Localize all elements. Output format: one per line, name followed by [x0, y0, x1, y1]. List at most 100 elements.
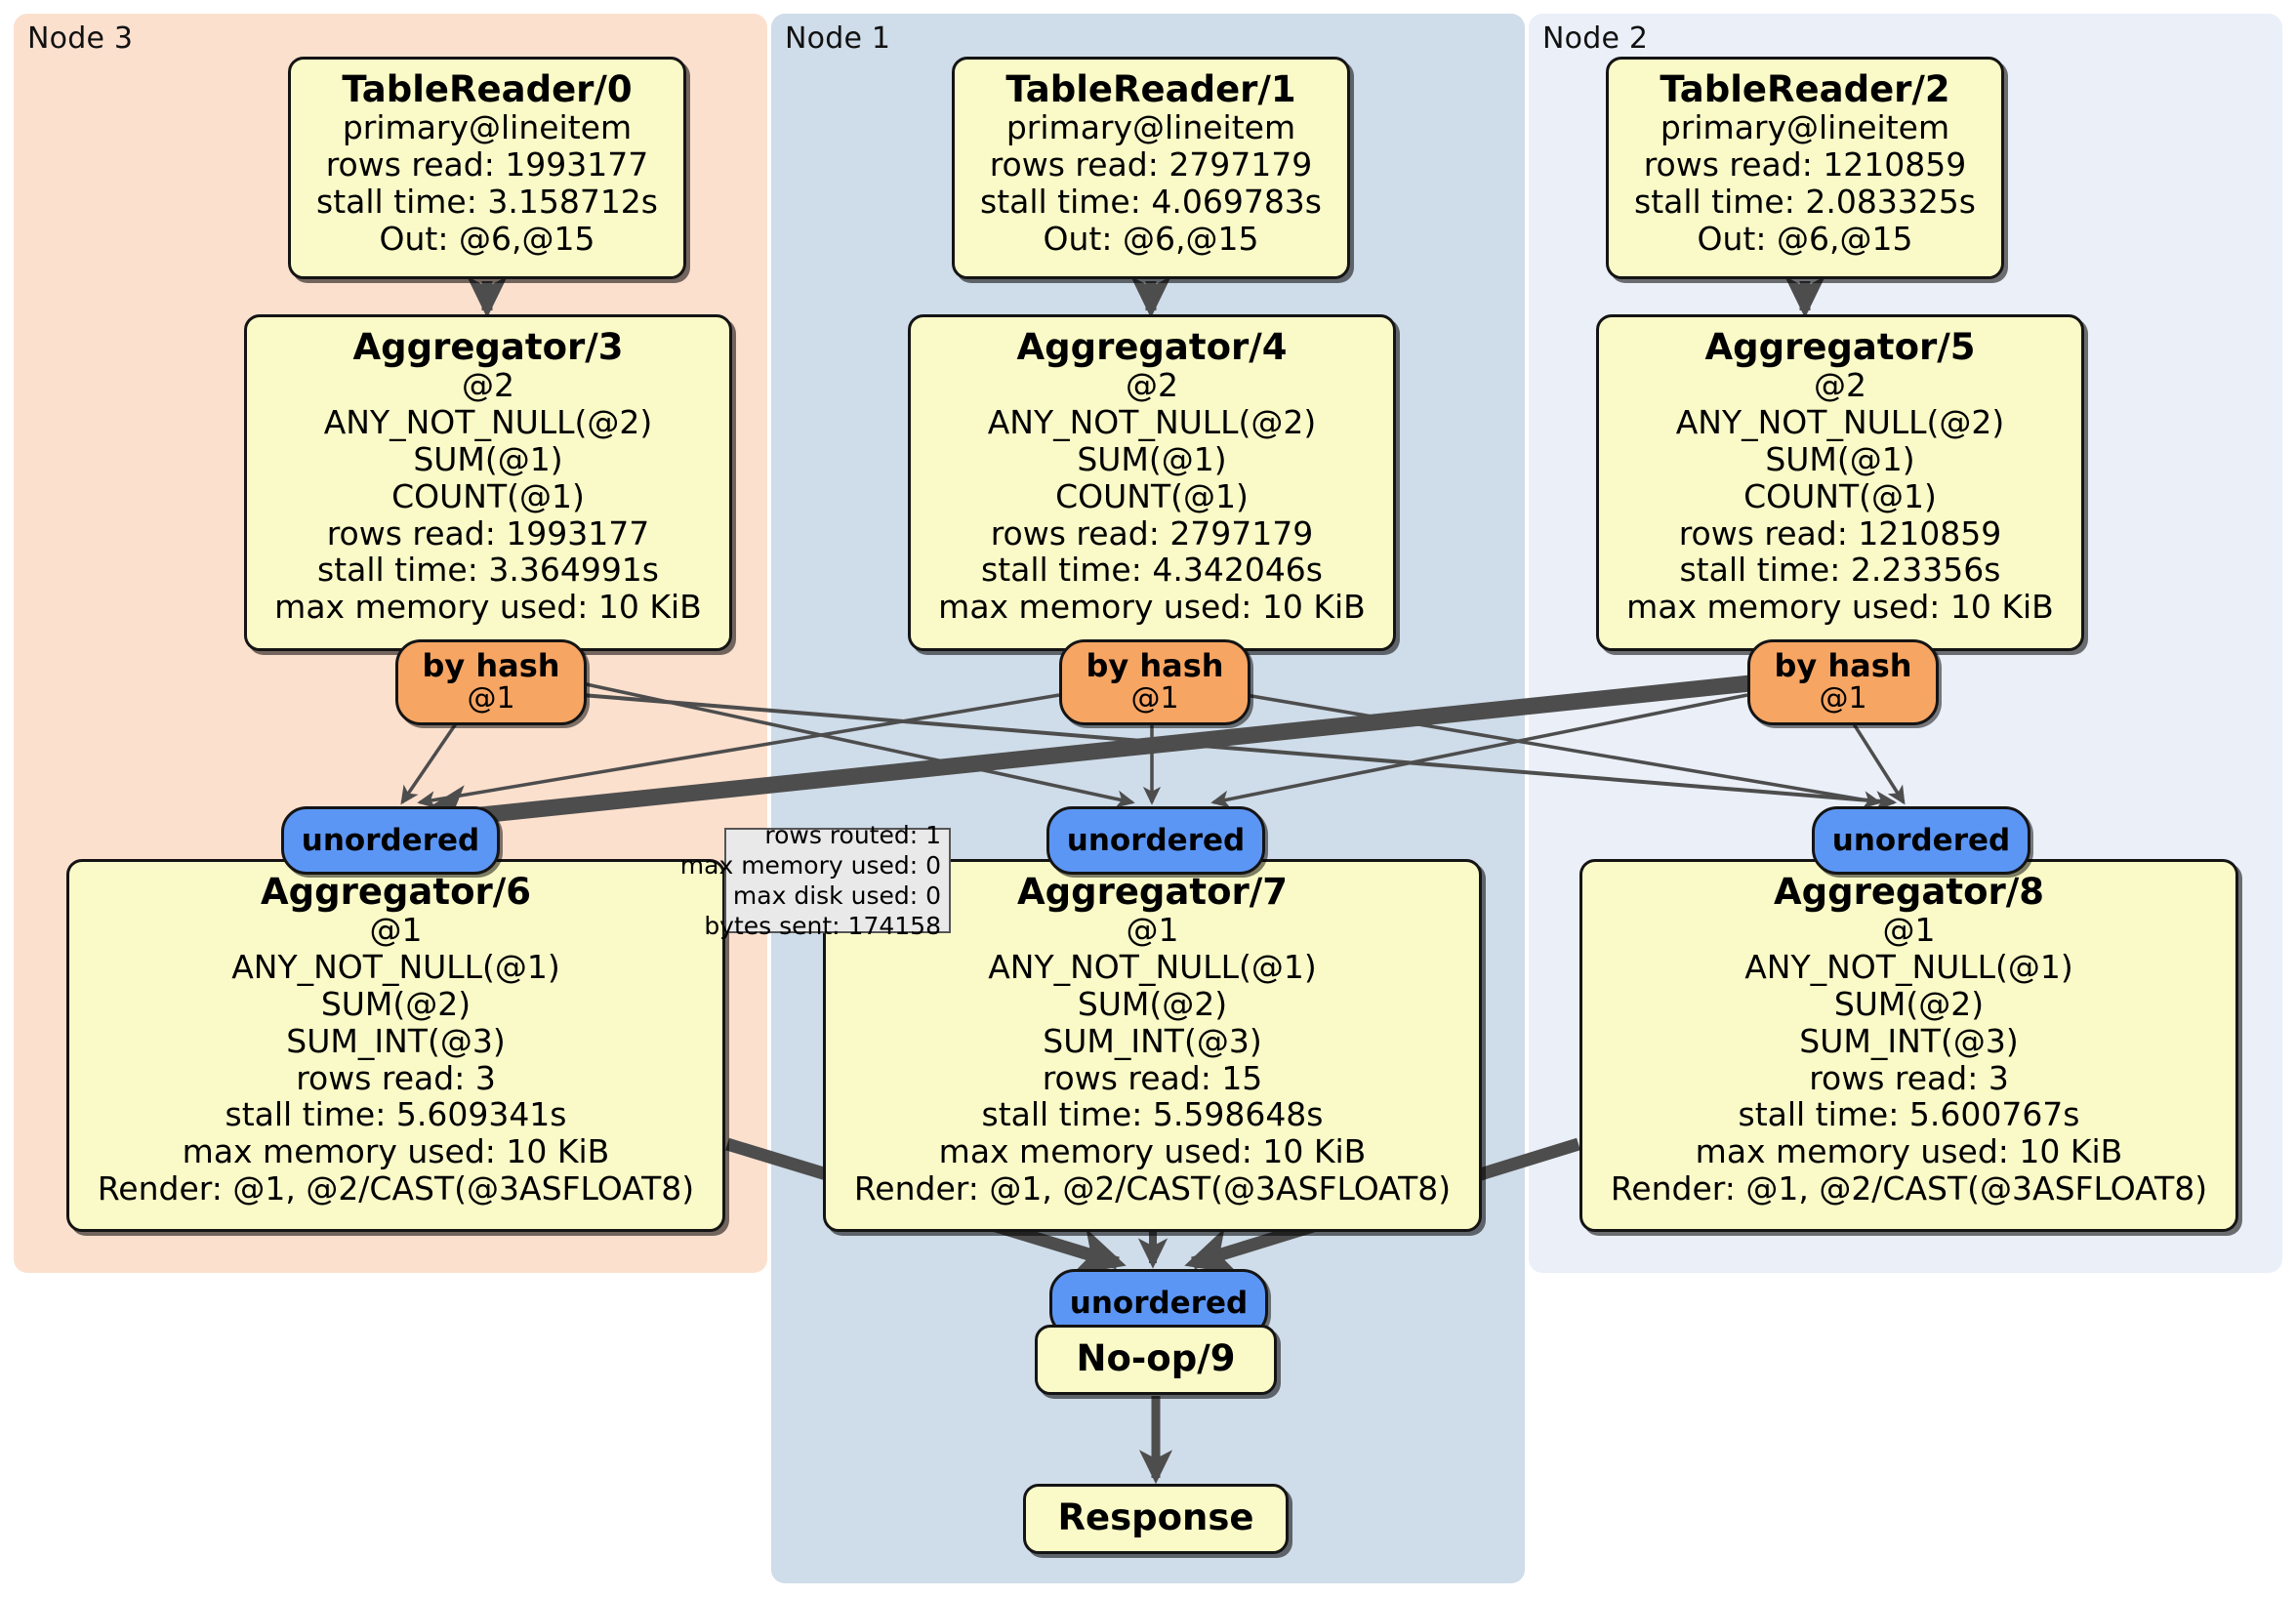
- operator-detail-line: max memory used: 10 KiB: [938, 588, 1366, 627]
- operator-detail-line: SUM(@1): [1077, 440, 1227, 478]
- operator-title: Aggregator/6: [260, 871, 531, 913]
- router-badge-by-hash-4[interactable]: by hash@1: [1059, 639, 1250, 725]
- router-stat-line: max memory used: 0: [679, 851, 941, 880]
- operator-detail-line: max memory used: 10 KiB: [274, 588, 702, 627]
- router-badge-title: by hash: [1086, 647, 1224, 685]
- operator-detail-line: primary@lineitem: [1660, 108, 1950, 147]
- operator-detail-line: SUM(@1): [1765, 440, 1915, 478]
- operator-detail-line: @1: [1882, 911, 1936, 950]
- operator-detail-line: stall time: 2.23356s: [1679, 551, 2001, 590]
- operator-title: TableReader/1: [1005, 68, 1296, 110]
- operator-detail-line: SUM_INT(@3): [1799, 1021, 2019, 1060]
- router-stat-line: bytes sent: 174158: [704, 912, 941, 940]
- operator-detail-line: COUNT(@1): [391, 476, 585, 515]
- operator-detail-line: ANY_NOT_NULL(@1): [231, 948, 560, 987]
- operator-detail-line: Render: @1, @2/CAST(@3ASFLOAT8): [853, 1168, 1452, 1208]
- operator-detail-line: COUNT(@1): [1055, 476, 1249, 515]
- operator-detail-line: rows read: 3: [1809, 1058, 2009, 1097]
- operator-detail-line: @1: [369, 911, 423, 950]
- operator-detail-line: rows read: 3: [296, 1058, 496, 1097]
- operator-detail-line: ANY_NOT_NULL(@1): [988, 948, 1317, 987]
- operator-title: Aggregator/3: [352, 326, 624, 368]
- operator-title: No-op/9: [1076, 1337, 1236, 1380]
- stream-badge-unordered-6[interactable]: unordered: [281, 806, 500, 875]
- operator-detail-line: ANY_NOT_NULL(@2): [323, 403, 653, 442]
- operator-node-no-op-9[interactable]: No-op/9: [1035, 1325, 1277, 1395]
- operator-detail-line: stall time: 4.342046s: [981, 551, 1323, 590]
- operator-detail-line: @2: [462, 366, 514, 405]
- operator-detail-line: SUM_INT(@3): [1043, 1021, 1262, 1060]
- operator-detail-line: primary@lineitem: [342, 108, 633, 147]
- operator-detail-line: Out: @6,@15: [1697, 219, 1913, 258]
- operator-detail-line: SUM(@2): [1833, 985, 1985, 1023]
- operator-detail-line: stall time: 5.609341s: [225, 1095, 567, 1134]
- router-badge-by-hash-5[interactable]: by hash@1: [1747, 639, 1939, 725]
- operator-detail-line: rows read: 15: [1042, 1058, 1263, 1097]
- operator-detail-line: stall time: 3.364991s: [317, 551, 659, 590]
- operator-node-response[interactable]: Response: [1023, 1484, 1289, 1554]
- operator-detail-line: @1: [1126, 911, 1179, 950]
- stream-badge-label: unordered: [1831, 823, 2011, 858]
- operator-title: Aggregator/4: [1016, 326, 1288, 368]
- stream-badge-label: unordered: [301, 823, 480, 858]
- operator-detail-line: rows read: 1210859: [1643, 145, 1967, 184]
- operator-detail-line: SUM_INT(@3): [286, 1021, 506, 1060]
- router-badge-column: @1: [1819, 681, 1867, 717]
- operator-detail-line: @2: [1126, 366, 1178, 405]
- operator-title: Aggregator/7: [1016, 871, 1288, 913]
- router-badge-title: by hash: [1774, 647, 1912, 685]
- operator-detail-line: @2: [1814, 366, 1866, 405]
- operator-detail-line: Out: @6,@15: [1043, 219, 1259, 258]
- router-badge-title: by hash: [422, 647, 560, 685]
- router-badge-by-hash-3[interactable]: by hash@1: [395, 639, 587, 725]
- operator-title: Response: [1057, 1496, 1254, 1539]
- region-label-node-3: Node 3: [27, 21, 134, 56]
- operator-detail-line: SUM(@1): [413, 440, 563, 478]
- operator-detail-line: ANY_NOT_NULL(@2): [1675, 403, 2005, 442]
- operator-detail-line: primary@lineitem: [1005, 108, 1296, 147]
- operator-detail-line: rows read: 2797179: [989, 145, 1313, 184]
- operator-detail-line: Out: @6,@15: [379, 219, 595, 258]
- operator-detail-line: stall time: 2.083325s: [1634, 183, 1976, 221]
- operator-title: Aggregator/8: [1773, 871, 2044, 913]
- operator-detail-line: stall time: 5.598648s: [981, 1095, 1324, 1134]
- operator-detail-line: max memory used: 10 KiB: [938, 1132, 1367, 1171]
- region-label-node-2: Node 2: [1542, 21, 1649, 56]
- operator-title: TableReader/2: [1660, 68, 1950, 110]
- operator-detail-line: Render: @1, @2/CAST(@3ASFLOAT8): [1610, 1168, 2208, 1208]
- operator-detail-line: max memory used: 10 KiB: [1695, 1132, 2123, 1171]
- operator-detail-line: stall time: 4.069783s: [980, 183, 1322, 221]
- operator-detail-line: rows read: 1993177: [325, 145, 649, 184]
- operator-detail-line: rows read: 1210859: [1678, 513, 2002, 553]
- operator-detail-line: COUNT(@1): [1743, 476, 1937, 515]
- router-badge-column: @1: [1130, 681, 1179, 717]
- operator-title: TableReader/0: [342, 68, 633, 110]
- region-label-node-1: Node 1: [785, 21, 891, 56]
- router-badge-column: @1: [467, 681, 515, 717]
- router-stat-line: max disk used: 0: [732, 881, 941, 910]
- operator-detail-line: stall time: 3.158712s: [316, 183, 658, 221]
- operator-detail-line: SUM(@2): [1077, 985, 1228, 1023]
- operator-detail-line: rows read: 2797179: [990, 513, 1314, 553]
- stream-badge-label: unordered: [1066, 823, 1246, 858]
- stream-badge-unordered-8[interactable]: unordered: [1812, 806, 2030, 875]
- operator-detail-line: ANY_NOT_NULL(@1): [1744, 948, 2073, 987]
- operator-detail-line: SUM(@2): [320, 985, 472, 1023]
- operator-detail-line: max memory used: 10 KiB: [1626, 588, 2054, 627]
- operator-detail-line: Render: @1, @2/CAST(@3ASFLOAT8): [97, 1168, 695, 1208]
- operator-detail-line: stall time: 5.600767s: [1738, 1095, 2080, 1134]
- operator-detail-line: ANY_NOT_NULL(@2): [987, 403, 1317, 442]
- operator-detail-line: max memory used: 10 KiB: [182, 1132, 610, 1171]
- stream-badge-unordered-7[interactable]: unordered: [1046, 806, 1265, 875]
- operator-detail-line: rows read: 1993177: [326, 513, 650, 553]
